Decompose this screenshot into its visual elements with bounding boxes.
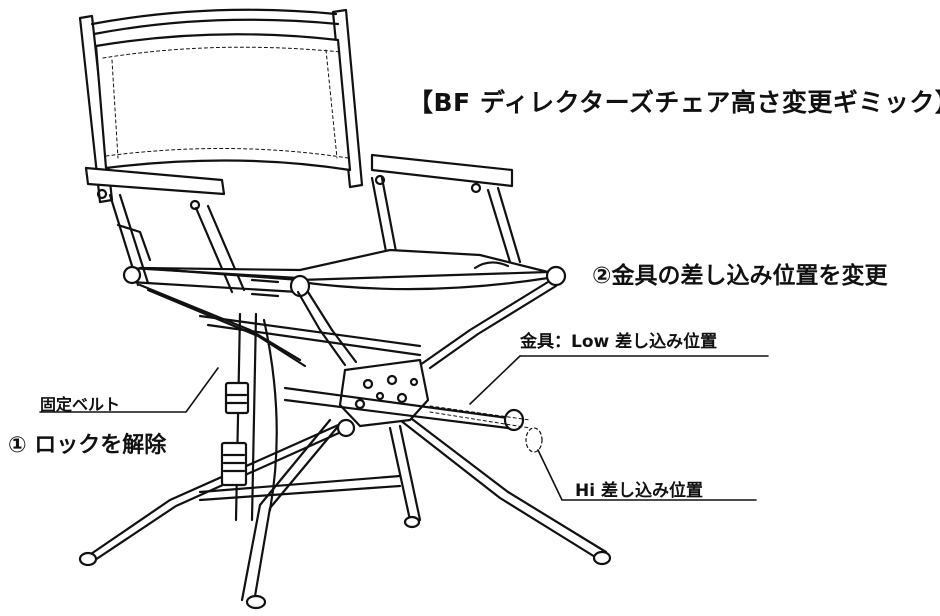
- fixing-belt: [220, 312, 278, 522]
- low-position-label: 金具：Low 差し込み位置: [520, 332, 718, 352]
- backrest: [78, 8, 364, 204]
- armrests: [84, 153, 514, 211]
- hi-position-label: Hi 差し込み位置: [575, 481, 703, 501]
- leg-frame: [78, 280, 612, 610]
- fixing-belt-label: 固定ベルト: [40, 395, 121, 414]
- leader-lines: [39, 355, 769, 501]
- low-position-tube: [283, 386, 531, 432]
- hi-position-dashed: [525, 427, 543, 453]
- step2-label: ②金具の差し込み位置を変更: [592, 263, 888, 289]
- step1-label: ① ロックを解除: [8, 433, 167, 458]
- seat: [122, 248, 567, 298]
- diagram-title: 【BF ディレクターズチェア高さ変更ギミック】: [408, 88, 940, 117]
